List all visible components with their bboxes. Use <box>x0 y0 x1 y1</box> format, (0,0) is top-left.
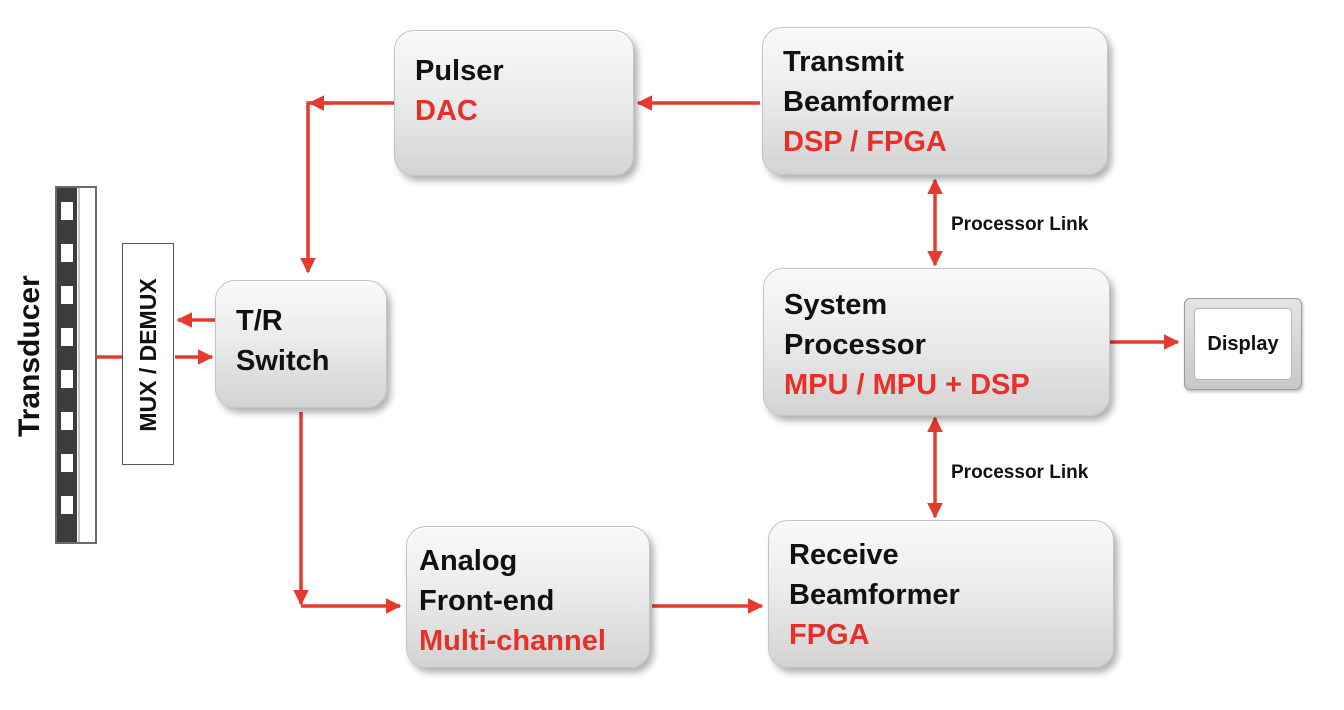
mux-demux-box <box>122 243 174 465</box>
processor-link-lower-label: Processor Link <box>951 462 1089 483</box>
receive-beamformer-title-2: Beamformer <box>789 579 960 611</box>
pulser-block: Pulser DAC <box>394 30 634 176</box>
pulser-subtitle: DAC <box>415 95 478 127</box>
system-processor-title-1: System <box>784 289 888 321</box>
pulser-title: Pulser <box>415 55 504 87</box>
arrow-pulser-to-tr-switch <box>300 101 394 274</box>
display-label: Display <box>1194 308 1292 380</box>
display-monitor: Display <box>1184 298 1302 390</box>
transmit-beamformer-block: Transmit Beamformer DSP / FPGA <box>762 27 1108 175</box>
analog-front-end-block: Analog Front-end Multi-channel <box>406 526 650 668</box>
transmit-beamformer-title-1: Transmit <box>783 46 904 78</box>
mux-demux-label: MUX / DEMUX <box>135 278 161 432</box>
analog-front-end-subtitle: Multi-channel <box>419 625 606 657</box>
receive-beamformer-title-1: Receive <box>789 539 899 571</box>
tr-switch-title-2: Switch <box>236 345 330 377</box>
transducer-elements-icon <box>57 188 80 542</box>
analog-front-end-title-1: Analog <box>419 545 518 577</box>
receive-beamformer-block: Receive Beamformer FPGA <box>768 520 1114 668</box>
transmit-beamformer-title-2: Beamformer <box>783 86 954 118</box>
transmit-beamformer-subtitle: DSP / FPGA <box>783 126 947 158</box>
system-processor-block: System Processor MPU / MPU + DSP <box>763 268 1110 416</box>
transducer-array <box>55 186 97 544</box>
receive-beamformer-subtitle: FPGA <box>789 619 870 651</box>
tr-switch-block: T/R Switch <box>215 280 387 408</box>
system-processor-subtitle: MPU / MPU + DSP <box>784 369 1030 401</box>
transducer-label: Transducer <box>13 275 46 437</box>
tr-switch-title-1: T/R <box>236 305 283 337</box>
analog-front-end-title-2: Front-end <box>419 585 555 617</box>
system-processor-title-2: Processor <box>784 329 926 361</box>
processor-link-upper-label: Processor Link <box>951 214 1089 235</box>
